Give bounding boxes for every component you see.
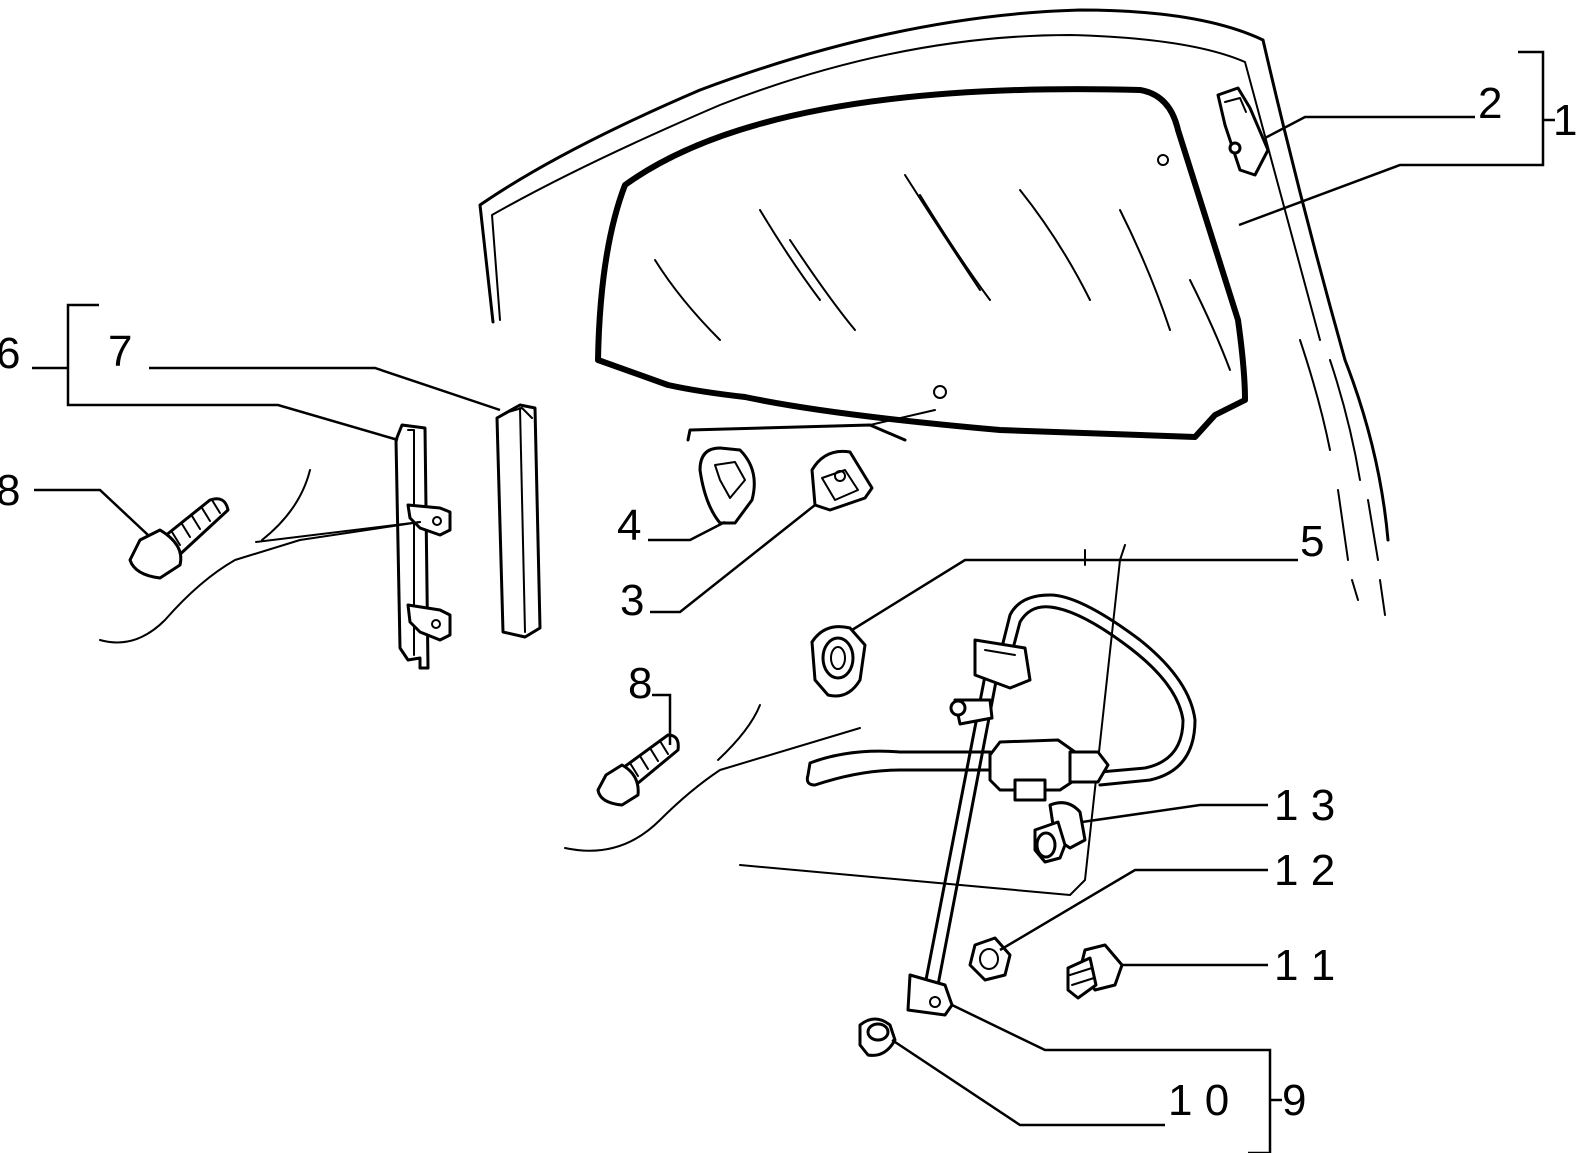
window-glass [595, 86, 1248, 440]
bottom-clips [686, 409, 936, 525]
callout-10: 1 0 [1168, 1076, 1229, 1125]
plug-11 [1066, 943, 1124, 1000]
door-frame [478, 8, 1390, 616]
clip-13 [1033, 801, 1087, 864]
nut-12 [968, 936, 1012, 982]
callout-8-middle: 8 [628, 659, 652, 708]
cable-clip [810, 625, 867, 698]
callout-numbers: 1 2 6 7 8 4 3 5 8 1 3 1 2 1 1 1 0 9 [0, 79, 1577, 1125]
door-panel-outline-middle [564, 544, 1126, 896]
window-regulator [805, 593, 1197, 1017]
callout-4: 4 [617, 501, 641, 550]
leader-lines [32, 50, 1555, 1153]
door-panel-outline-left [99, 469, 421, 644]
window-weatherstrip [495, 403, 542, 639]
bolt-middle [596, 733, 680, 807]
window-channel [394, 423, 452, 670]
callout-12: 1 2 [1274, 846, 1335, 895]
callout-11: 1 1 [1274, 941, 1335, 990]
bolt-left [128, 497, 230, 580]
callout-8-left: 8 [0, 466, 20, 515]
callout-7: 7 [108, 327, 132, 376]
callout-6: 6 [0, 329, 20, 378]
callout-9: 9 [1282, 1076, 1306, 1125]
callout-2: 2 [1478, 79, 1502, 128]
callout-13: 1 3 [1274, 781, 1335, 830]
glass-guide-clip [1216, 86, 1270, 177]
callout-5: 5 [1300, 517, 1324, 566]
callout-3: 3 [620, 576, 644, 625]
callout-1: 1 [1553, 96, 1577, 145]
nut-10 [858, 1017, 897, 1057]
